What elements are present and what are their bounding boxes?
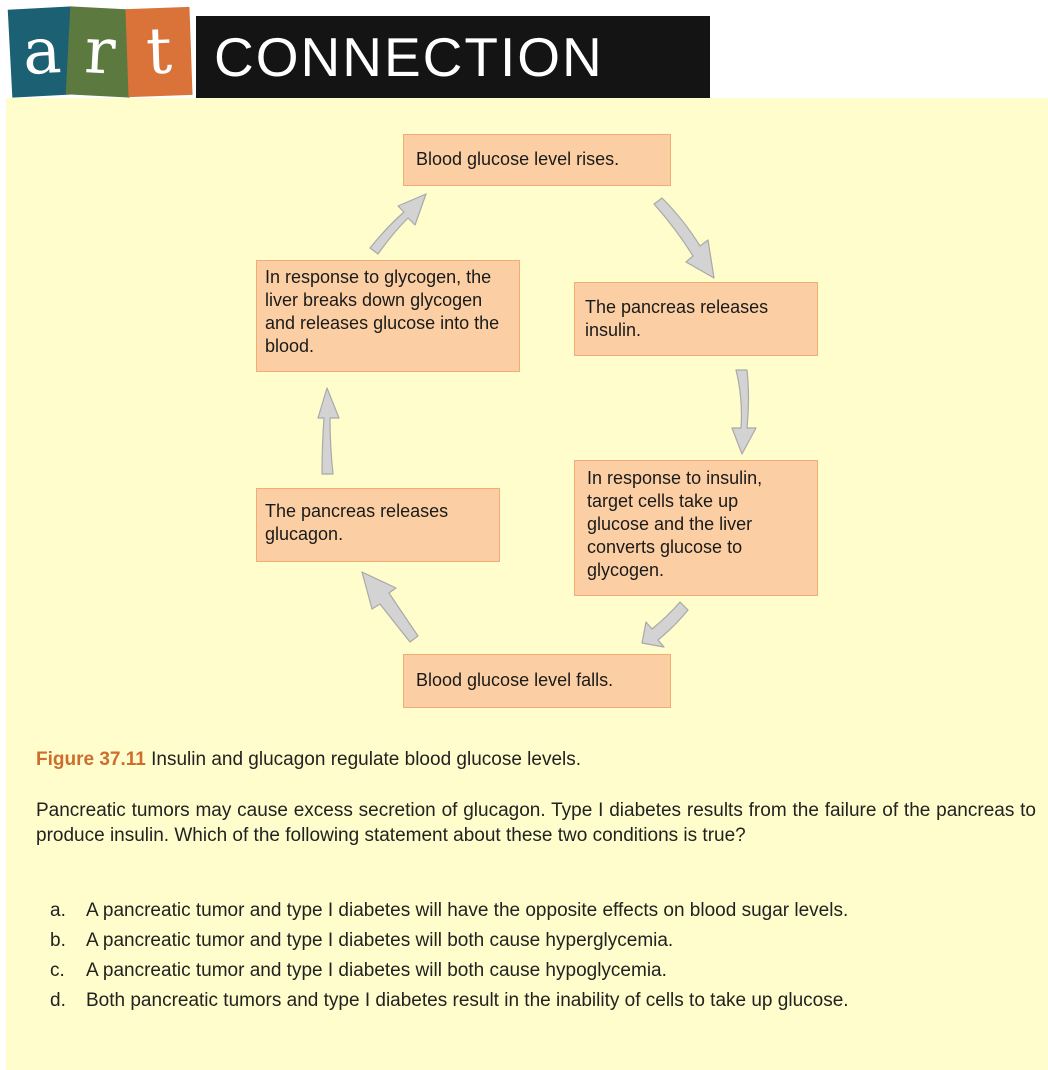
logo-tile-t: t [125, 6, 193, 98]
arrow-up-icon [317, 387, 340, 475]
option-d: d. Both pancreatic tumors and type I diab… [36, 988, 1036, 1013]
figure-caption: Figure 37.11 Insulin and glucagon regula… [36, 748, 1026, 772]
option-text: A pancreatic tumor and type I diabetes w… [86, 930, 674, 951]
arrow-down-icon [731, 369, 757, 455]
option-letter: d. [50, 990, 66, 1011]
option-text: A pancreatic tumor and type I diabetes w… [86, 960, 667, 981]
arrow-down-right-icon [653, 197, 715, 279]
cycle-arrows [317, 193, 757, 648]
option-letter: a. [50, 900, 66, 921]
box-glucose-rises: Blood glucose level rises. [403, 134, 671, 186]
option-text: Both pancreatic tumors and type I diabet… [86, 990, 849, 1011]
arrow-down-left-icon [641, 601, 689, 648]
logo-tile-r: r [65, 6, 135, 98]
art-connection-panel: Blood glucose level rises. The pancreas … [6, 98, 1048, 1070]
banner-title: CONNECTION [196, 16, 710, 98]
box-pancreas-releases-insulin: The pancreas releases insulin. [574, 282, 818, 356]
logo-letter-t: t [144, 14, 174, 90]
box-insulin-response: In response to insulin, target cells tak… [574, 460, 818, 596]
box-glycogen-response: In response to glycogen, the liver break… [256, 260, 520, 372]
logo-letter-r: r [82, 14, 118, 90]
glucose-regulation-diagram: Blood glucose level rises. The pancreas … [6, 98, 1048, 723]
option-letter: c. [50, 960, 65, 981]
option-text: A pancreatic tumor and type I diabetes w… [86, 900, 849, 921]
answer-options: a. A pancreatic tumor and type I diabetes… [36, 898, 1036, 1018]
box-pancreas-releases-glucagon: The pancreas releases glucagon. [256, 488, 500, 562]
figure-label: Figure 37.11 [36, 749, 146, 770]
figure-caption-text: Insulin and glucagon regulate blood gluc… [145, 749, 582, 770]
box-glucose-falls: Blood glucose level falls. [403, 654, 671, 708]
option-c: c. A pancreatic tumor and type I diabetes… [36, 958, 1036, 983]
arrow-up-left-icon [361, 571, 419, 643]
option-a: a. A pancreatic tumor and type I diabetes… [36, 898, 1036, 923]
question-text: Pancreatic tumors may cause excess secre… [36, 800, 1036, 846]
arrow-up-right-icon [369, 193, 427, 255]
option-letter: b. [50, 930, 66, 951]
option-b: b. A pancreatic tumor and type I diabetes… [36, 928, 1036, 953]
art-connection-banner: a r t CONNECTION [0, 0, 1048, 98]
